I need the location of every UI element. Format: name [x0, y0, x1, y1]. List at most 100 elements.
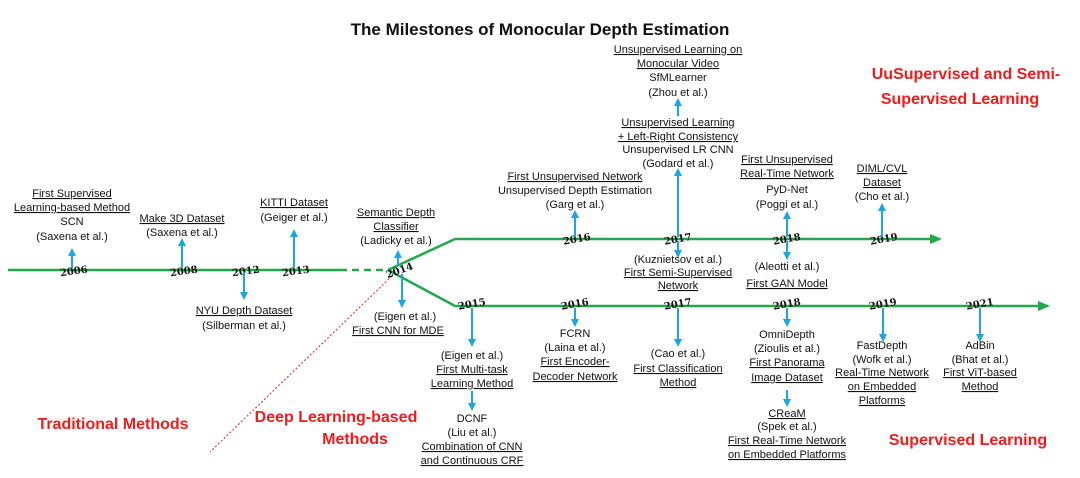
year-2006: 2006: [59, 265, 88, 280]
event-dcnf: DCNF (Liu et al.) Combination of CNN and…: [421, 413, 524, 467]
event-kuznietsov: (Kuznietsov et al.) First Semi-Supervise…: [624, 254, 732, 292]
svg-text:(Bhat et al.): (Bhat et al.): [952, 354, 1009, 366]
svg-text:(Ladicky et al.): (Ladicky et al.): [360, 235, 432, 247]
svg-text:First CNN for MDE: First CNN for MDE: [352, 325, 444, 337]
svg-text:(Godard et al.): (Godard et al.): [643, 158, 714, 170]
svg-text:(Cao et al.): (Cao et al.): [651, 348, 705, 360]
svg-text:NYU Depth Dataset: NYU Depth Dataset: [196, 305, 293, 317]
svg-text:First Unsupervised Network: First Unsupervised Network: [507, 171, 643, 183]
svg-text:First Semi-Supervised: First Semi-Supervised: [624, 267, 732, 279]
event-omni: OmniDepth (Zioulis et al.) First Panoram…: [749, 329, 825, 384]
svg-text:(Zhou et al.): (Zhou et al.): [648, 87, 707, 99]
event-sfm: Unsupervised Learning on Monocular Video…: [614, 44, 742, 99]
svg-text:First Supervised: First Supervised: [32, 188, 111, 200]
svg-text:on Embedded Platforms: on Embedded Platforms: [728, 449, 847, 461]
year-upper-2019: 2019: [869, 232, 898, 248]
svg-text:(Eigen et al.): (Eigen et al.): [374, 311, 436, 323]
svg-text:PyD-Net: PyD-Net: [766, 184, 808, 196]
svg-text:(Silberman et al.): (Silberman et al.): [202, 320, 286, 332]
svg-text:Unsupervised LR CNN: Unsupervised LR CNN: [622, 144, 733, 156]
svg-text:AdBin: AdBin: [965, 340, 994, 352]
svg-text:Real-Time Network: Real-Time Network: [835, 367, 929, 379]
event-godard: Unsupervised Learning + Left-Right Consi…: [618, 117, 739, 170]
svg-text:Decoder Network: Decoder Network: [533, 371, 618, 383]
year-2013: 2013: [281, 265, 310, 280]
svg-text:First ViT-based: First ViT-based: [943, 367, 1017, 379]
svg-text:DIML/CVL: DIML/CVL: [857, 163, 908, 175]
svg-text:First Unsupervised: First Unsupervised: [741, 154, 833, 166]
region-unsupervised-line1: UuSupervised and Semi-: [872, 66, 1061, 83]
year-upper-2017: 2017: [663, 232, 692, 248]
svg-text:(Liu et al.): (Liu et al.): [448, 427, 497, 439]
event-aleotti: (Aleotti et al.) First GAN Model: [746, 261, 827, 290]
svg-text:(Garg et al.): (Garg et al.): [546, 199, 605, 211]
svg-text:Learning-based Method: Learning-based Method: [14, 202, 130, 214]
svg-text:(Aleotti et al.): (Aleotti et al.): [755, 261, 820, 273]
svg-text:and Continuous CRF: and Continuous CRF: [421, 455, 524, 467]
year-lower-2019: 2019: [868, 297, 897, 313]
region-traditional: Traditional Methods: [37, 416, 188, 433]
svg-text:(Geiger et al.): (Geiger et al.): [260, 212, 327, 224]
event-eigen2: (Eigen et al.) First Multi-task Learning…: [431, 350, 514, 390]
svg-text:(Poggi et al.): (Poggi et al.): [756, 199, 818, 211]
event-cao: (Cao et al.) First Classification Method: [633, 348, 722, 389]
svg-text:First Real-Time Network: First Real-Time Network: [728, 435, 847, 447]
event-fcrn: FCRN (Laina et al.) First Encoder- Decod…: [533, 328, 618, 383]
event-diml: DIML/CVL Dataset (Cho et al.): [855, 163, 909, 203]
svg-text:(Laina et al.): (Laina et al.): [544, 342, 605, 354]
svg-text:DCNF: DCNF: [457, 413, 488, 425]
svg-text:+ Left-Right Consistency: + Left-Right Consistency: [618, 131, 739, 143]
year-lower-2021: 2021: [965, 297, 994, 313]
lower-branch: [387, 268, 1050, 311]
year-upper-2018: 2018: [772, 232, 801, 248]
svg-text:Real-Time Network: Real-Time Network: [740, 168, 834, 180]
event-labels: First Supervised Learning-based Method S…: [14, 44, 1017, 467]
event-pydnet: First Unsupervised Real-Time Network PyD…: [740, 154, 834, 211]
event-kitti: KITTI Dataset (Geiger et al.): [260, 197, 328, 224]
event-adabin: AdBin (Bhat et al.) First ViT-based Meth…: [943, 340, 1017, 393]
svg-text:(Eigen et al.): (Eigen et al.): [441, 350, 503, 362]
svg-text:CReaM: CReaM: [768, 408, 805, 420]
svg-text:Unsupervised Learning on: Unsupervised Learning on: [614, 44, 742, 56]
event-garg: First Unsupervised Network Unsupervised …: [498, 171, 652, 211]
year-upper-2016: 2016: [562, 232, 591, 248]
event-fastdepth: FastDepth (Wofk et al.) Real-Time Networ…: [835, 340, 929, 407]
svg-text:(Kuznietsov et al.): (Kuznietsov et al.): [634, 254, 722, 266]
year-labels: 2006 2008 2012 2013 2014 2016 2017 2018 …: [59, 232, 994, 313]
event-cream: CReaM (Spek et al.) First Real-Time Netw…: [728, 408, 847, 461]
svg-text:Method: Method: [660, 377, 697, 389]
svg-text:Combination of CNN: Combination of CNN: [422, 441, 523, 453]
diagram-title: The Milestones of Monocular Depth Estima…: [351, 20, 730, 39]
svg-text:Image Dataset: Image Dataset: [751, 372, 823, 384]
svg-text:(Spek et al.): (Spek et al.): [757, 421, 816, 433]
upper-branch: [387, 234, 942, 272]
year-2012: 2012: [231, 265, 260, 280]
event-semantic: Semantic Depth Classifier (Ladicky et al…: [357, 207, 435, 247]
year-lower-2015: 2015: [457, 297, 486, 313]
svg-text:First Panorama: First Panorama: [749, 357, 825, 369]
svg-text:(Zioulis et al.): (Zioulis et al.): [754, 343, 820, 355]
svg-text:KITTI Dataset: KITTI Dataset: [260, 197, 328, 209]
svg-text:First Encoder-: First Encoder-: [540, 356, 609, 368]
svg-text:(Cho et al.): (Cho et al.): [855, 191, 909, 203]
svg-text:SCN: SCN: [60, 216, 83, 228]
svg-text:(Saxena et al.): (Saxena et al.): [36, 231, 108, 243]
year-lower-2017: 2017: [663, 297, 692, 313]
svg-text:Semantic Depth: Semantic Depth: [357, 207, 435, 219]
svg-text:on Embedded: on Embedded: [848, 381, 917, 393]
event-eigen: (Eigen et al.) First CNN for MDE: [352, 311, 444, 337]
svg-text:(Saxena et al.): (Saxena et al.): [146, 227, 218, 239]
event-nyu: NYU Depth Dataset (Silberman et al.): [196, 305, 293, 332]
region-unsupervised-line2: Supervised Learning: [881, 91, 1039, 108]
region-deep-line1: Deep Learning-based: [255, 409, 418, 426]
svg-text:Monocular Video: Monocular Video: [637, 58, 719, 70]
region-deep-line2: Methods: [322, 431, 388, 448]
svg-text:SfMLearner: SfMLearner: [649, 72, 707, 84]
svg-text:First Classification: First Classification: [633, 363, 722, 375]
svg-text:First GAN Model: First GAN Model: [746, 278, 827, 290]
svg-text:FCRN: FCRN: [560, 328, 591, 340]
svg-text:Unsupervised Depth Estimation: Unsupervised Depth Estimation: [498, 185, 652, 197]
svg-text:FastDepth: FastDepth: [857, 340, 908, 352]
svg-text:Learning Method: Learning Method: [431, 378, 514, 390]
